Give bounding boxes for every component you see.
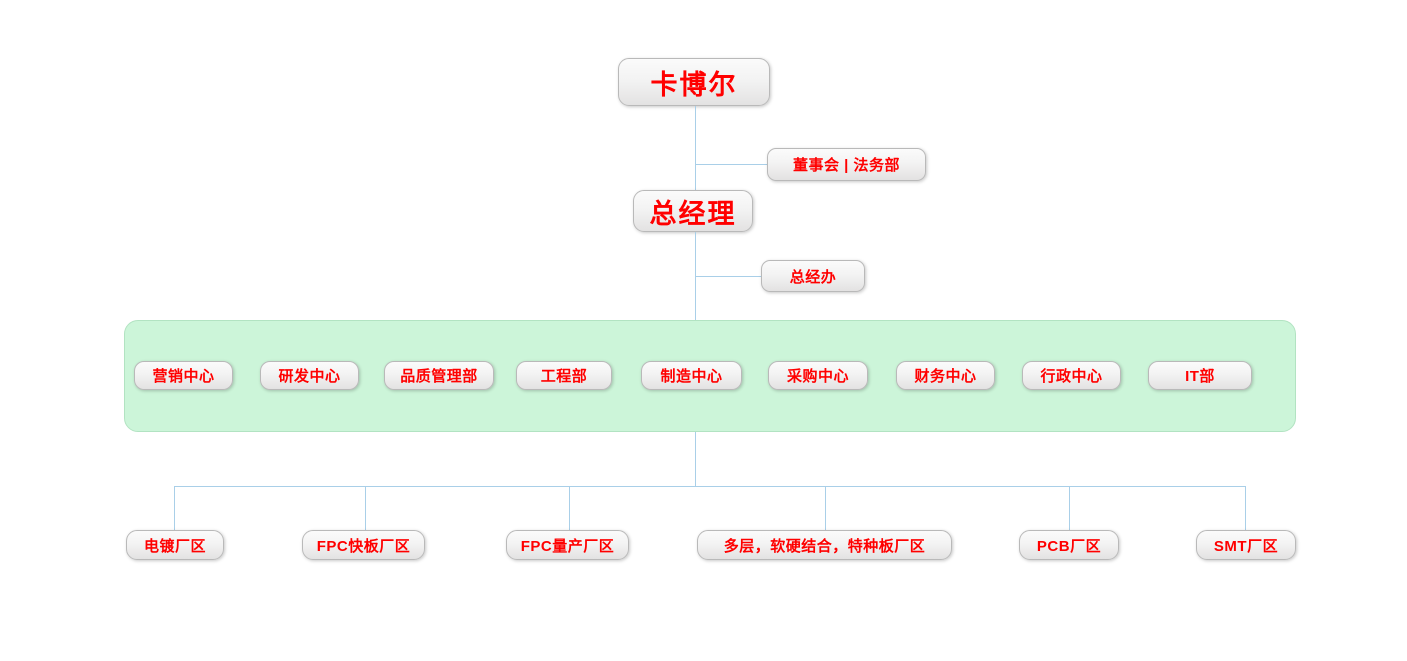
node-gm-office[interactable]: 总经办 [761, 260, 865, 292]
node-label: 工程部 [540, 368, 588, 385]
node-company-root[interactable]: 卡博尔 [618, 58, 770, 106]
node-label: 采购中心 [786, 368, 849, 385]
node-label: 财务中心 [914, 368, 977, 385]
node-label: SMT厂区 [1213, 537, 1279, 555]
node-department-engineering[interactable]: 工程部 [516, 361, 612, 390]
connector-to-gm-office [695, 276, 761, 277]
connector-root-to-gm [695, 106, 696, 190]
node-general-manager[interactable]: 总经理 [633, 190, 753, 232]
connector-departments-to-bus [695, 432, 696, 486]
node-label: 品质管理部 [400, 368, 478, 385]
node-department-manufacturing[interactable]: 制造中心 [641, 361, 742, 390]
node-factory-smt[interactable]: SMT厂区 [1196, 530, 1296, 560]
connector-to-board [695, 164, 767, 165]
node-label: 董事会 | 法务部 [792, 157, 901, 174]
node-label: 总经办 [789, 268, 837, 286]
node-label: 行政中心 [1040, 368, 1103, 385]
node-label: 多层，软硬结合，特种板厂区 [723, 537, 926, 555]
node-label: 总经理 [649, 198, 737, 229]
node-department-it[interactable]: IT部 [1148, 361, 1252, 390]
connector-factory-bus [174, 486, 1246, 487]
connector-drop-pcb [1069, 486, 1070, 530]
node-factory-fpc-quick[interactable]: FPC快板厂区 [302, 530, 425, 560]
node-label: FPC快板厂区 [316, 537, 411, 555]
connector-drop-smt [1245, 486, 1246, 530]
node-department-admin[interactable]: 行政中心 [1022, 361, 1121, 390]
connector-drop-fpc-quick [365, 486, 366, 530]
node-factory-pcb[interactable]: PCB厂区 [1019, 530, 1119, 560]
node-label: PCB厂区 [1036, 537, 1102, 555]
node-label: 电镀厂区 [143, 537, 206, 555]
node-label: IT部 [1185, 368, 1215, 385]
node-department-rnd[interactable]: 研发中心 [260, 361, 359, 390]
node-department-purchasing[interactable]: 采购中心 [768, 361, 868, 390]
node-label: FPC量产厂区 [520, 537, 615, 555]
connector-drop-multilayer [825, 486, 826, 530]
node-label: 卡博尔 [650, 69, 738, 100]
connector-drop-fpc-mass [569, 486, 570, 530]
node-label: 营销中心 [152, 368, 215, 385]
node-label: 研发中心 [278, 368, 341, 385]
node-factory-multilayer[interactable]: 多层，软硬结合，特种板厂区 [697, 530, 952, 560]
node-department-quality[interactable]: 品质管理部 [384, 361, 494, 390]
node-factory-plating[interactable]: 电镀厂区 [126, 530, 224, 560]
node-label: 制造中心 [660, 368, 723, 385]
node-department-finance[interactable]: 财务中心 [896, 361, 995, 390]
node-factory-fpc-mass[interactable]: FPC量产厂区 [506, 530, 629, 560]
node-board-legal[interactable]: 董事会 | 法务部 [767, 148, 926, 181]
connector-drop-plating [174, 486, 175, 530]
node-department-marketing[interactable]: 营销中心 [134, 361, 233, 390]
